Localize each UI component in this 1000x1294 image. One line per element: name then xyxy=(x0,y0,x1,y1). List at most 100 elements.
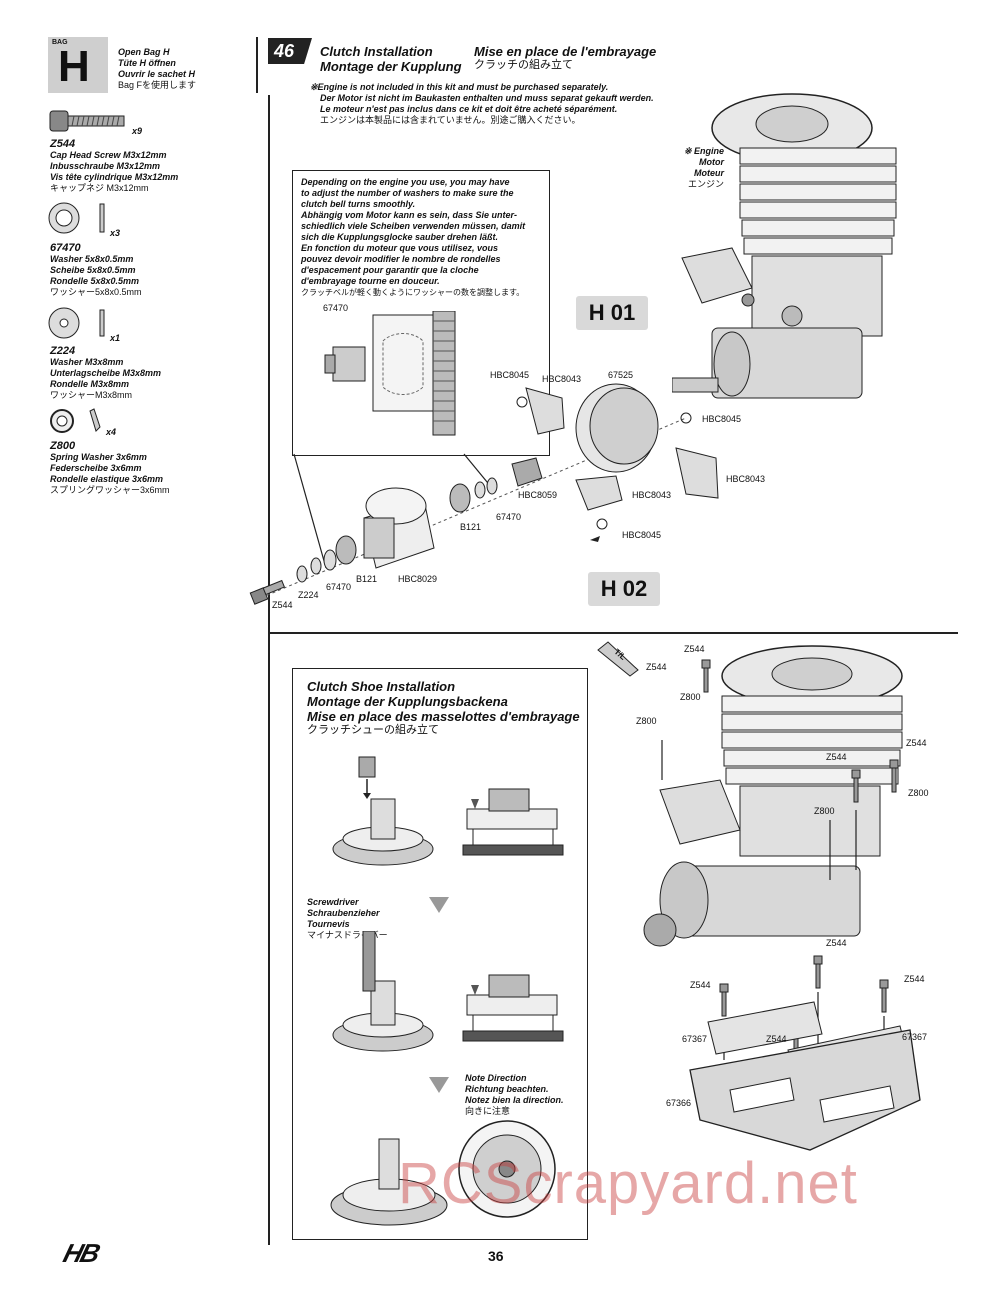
label-z800-2: Z800 xyxy=(636,716,657,726)
washer-note-fr-4: d'embrayage tourne en douceur. xyxy=(301,276,440,286)
engine-label-jp: エンジン xyxy=(687,179,724,189)
label-hbc8059: HBC8059 xyxy=(518,490,558,500)
note-direction-label: Note Direction Richtung beachten. Notez … xyxy=(465,1073,564,1117)
label-z800-4: Z800 xyxy=(814,806,835,816)
engine-notice: ※Engine is not included in this kit and … xyxy=(310,82,730,126)
part-code: Z800 xyxy=(50,440,76,452)
washer-note-en-2: to adjust the number of washers to make … xyxy=(301,188,514,198)
note-direction-en: Note Direction xyxy=(465,1073,527,1083)
column-divider xyxy=(268,95,270,1245)
part-name-de: Unterlagscheibe M3x8mm xyxy=(50,368,162,378)
label-z544-3: Z544 xyxy=(906,738,927,748)
part-name-de: Scheibe 5x8x0.5mm xyxy=(50,265,136,275)
step-title-fr: Mise en place de l'embrayage xyxy=(474,44,657,59)
part-name-de: Federscheibe 3x6mm xyxy=(50,463,142,473)
part-name-jp: キャップネジ M3x12mm xyxy=(50,183,149,193)
notice-jp: エンジンは本製品には含まれていません。別途ご購入ください。 xyxy=(320,115,581,125)
bag-line-en: Open Bag H xyxy=(118,47,170,57)
part-name-en: Spring Washer 3x6mm xyxy=(50,452,147,462)
clutch-shoe-title-en: Clutch Shoe Installation xyxy=(307,679,456,694)
bag-line-jp: Bag Fを使用します xyxy=(118,80,197,90)
clutch-shoe-box: Clutch Shoe Installation Montage der Kup… xyxy=(292,668,588,1240)
washer-note-de-2: schiedlich viele Scheiben verwenden müss… xyxy=(301,221,526,231)
part-qty: x1 xyxy=(110,333,121,343)
label-hbc8029: HBC8029 xyxy=(398,574,438,584)
part-z800: x4 Z800 Spring Washer 3x6mm Federscheibe… xyxy=(48,405,258,500)
screwdriver-label-fr: Tournevis xyxy=(307,919,350,929)
washer-icon xyxy=(48,202,105,234)
screwdriver-label: Screwdriver Schraubenzieher Tournevis マイ… xyxy=(307,897,388,941)
washer-icon xyxy=(48,307,105,339)
part-name-fr: Rondelle 5x8x0.5mm xyxy=(50,276,140,286)
clutch-shoe-title-jp: クラッチシューの組み立て xyxy=(307,724,439,736)
bag-label: BAG xyxy=(52,39,68,46)
clutch-exploded-illustration xyxy=(249,383,719,605)
label-b121-b: B121 xyxy=(356,574,378,584)
label-67367-b: 67367 xyxy=(902,1032,928,1042)
step-number-badge: 46 xyxy=(268,38,312,64)
page-number: 36 xyxy=(488,1248,504,1264)
part-qty: x4 xyxy=(106,427,117,437)
part-names: Cap Head Screw M3x12mm Inbusschraube M3x… xyxy=(50,150,250,194)
label-z800-3: Z800 xyxy=(908,788,929,798)
label-z544-6: Z544 xyxy=(904,974,925,984)
label-67470-low: 67470 xyxy=(326,582,352,592)
clutch-section-illustration xyxy=(324,311,456,436)
bag-letter: H xyxy=(58,42,90,91)
notice-en: ※Engine is not included in this kit and … xyxy=(310,82,609,92)
part-name-jp: ワッシャーM3x8mm xyxy=(50,390,133,400)
hb-logo: HB xyxy=(60,1238,102,1268)
clutch-shoe-title: Clutch Shoe Installation Montage der Kup… xyxy=(307,679,587,737)
label-b121-a: B121 xyxy=(460,522,482,532)
part-name-en: Cap Head Screw M3x12mm xyxy=(50,150,167,160)
bag-instructions: Open Bag H Tüte H öffnen Ouvrir le sache… xyxy=(118,47,258,91)
part-name-jp: ワッシャー5x8x0.5mm xyxy=(50,287,142,297)
engine-label: ※ Engine Motor Moteur エンジン xyxy=(676,146,724,190)
washer-note-en-1: Depending on the engine you use, you may… xyxy=(301,177,510,187)
cap-head-screw-icon xyxy=(49,110,125,132)
label-hbc8045-c: HBC8045 xyxy=(622,530,662,540)
part-name-fr: Rondelle M3x8mm xyxy=(50,379,130,389)
bag-letter-box: BAG H xyxy=(48,37,108,93)
clutch-shoe-step2-illustration xyxy=(332,931,564,1052)
engine-illustration-h01 xyxy=(672,93,897,399)
step-title-fr-jp: Mise en place de l'embrayage クラッチの組み立て xyxy=(474,44,656,72)
spring-washer-icon xyxy=(50,408,101,433)
engine-label-de: Motor xyxy=(699,157,724,167)
label-z544-4: Z544 xyxy=(826,752,847,762)
section-divider xyxy=(268,632,958,634)
part-names: Washer 5x8x0.5mm Scheibe 5x8x0.5mm Ronde… xyxy=(50,254,250,298)
label-z224: Z224 xyxy=(298,590,319,600)
washer-note-de-1: Abhängig vom Motor kann es sein, dass Si… xyxy=(301,210,518,220)
label-hbc8045-b: HBC8045 xyxy=(702,414,742,424)
label-z544-2: Z544 xyxy=(684,644,705,654)
part-name-de: Inbusschraube M3x12mm xyxy=(50,161,161,171)
engine-label-fr: Moteur xyxy=(694,168,724,178)
note-direction-de: Richtung beachten. xyxy=(465,1084,549,1094)
step-title-en: Clutch Installation xyxy=(320,44,433,59)
washer-note-box: Depending on the engine you use, you may… xyxy=(292,170,550,456)
bag-header: BAG H Open Bag H Tüte H öffnen Ouvrir le… xyxy=(48,37,256,93)
washer-note-de-3: sich die Kupplungsglocke sauber drehen l… xyxy=(301,232,499,242)
step-title-de: Montage der Kupplung xyxy=(320,59,462,74)
washer-note-fr-2: pouvez devoir modifier le nombre de rond… xyxy=(301,254,501,264)
part-z544: x9 Z544 Cap Head Screw M3x12mm Inbusschr… xyxy=(48,108,258,193)
washer-note-en-3: clutch bell turns smoothly. xyxy=(301,199,416,209)
label-hbc8045-a: HBC8045 xyxy=(490,370,530,380)
clutch-shoe-title-fr: Mise en place des masselottes d'embrayag… xyxy=(307,709,580,724)
left-divider xyxy=(256,37,258,93)
substep-h02-badge: H 02 xyxy=(588,572,660,606)
label-z544-8: Z544 xyxy=(766,1034,787,1044)
label-67470-top: 67470 xyxy=(323,303,349,313)
label-67525: 67525 xyxy=(608,370,634,380)
washer-note-text: Depending on the engine you use, you may… xyxy=(301,177,545,298)
washer-note-fr-1: En fonction du moteur que vous utilisez,… xyxy=(301,243,499,253)
step-title-jp: クラッチの組み立て xyxy=(474,59,573,71)
watermark: RCScrapyard.net xyxy=(398,1151,858,1216)
label-hbc8043-c: HBC8043 xyxy=(632,490,672,500)
part-name-en: Washer M3x8mm xyxy=(50,357,124,367)
label-z544-7: Z544 xyxy=(690,980,711,990)
label-67470-mid: 67470 xyxy=(496,512,522,522)
label-hbc8043-a: HBC8043 xyxy=(542,374,582,384)
part-z224: x1 Z224 Washer M3x8mm Unterlagscheibe M3… xyxy=(48,305,258,400)
